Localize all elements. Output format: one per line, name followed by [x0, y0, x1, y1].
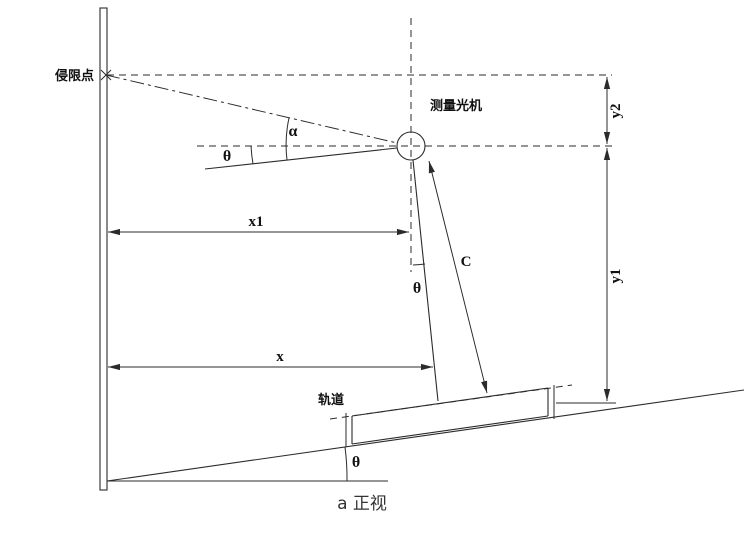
theta-ground-arc — [344, 446, 348, 482]
y2-dimension-label: y2 — [608, 104, 624, 119]
y1-dimension-label: y1 — [608, 269, 624, 284]
rail-bottom-edge — [351, 415, 549, 445]
sight-line — [105, 74, 398, 144]
ground-slope-line — [106, 389, 744, 482]
rail-top-edge — [351, 387, 549, 417]
figure-caption: a 正视 — [337, 494, 387, 514]
wall — [99, 7, 108, 491]
alpha-arc — [285, 117, 290, 161]
x1-dimension-label: x1 — [249, 214, 264, 230]
theta-tilt-arc — [250, 145, 254, 165]
track-label: 轨道 — [318, 392, 344, 408]
theta-ground-label: θ — [352, 454, 360, 471]
intrusion-point-label: 侵限点 — [54, 68, 94, 84]
rail — [329, 384, 573, 447]
camera-label: 测量光机 — [430, 98, 482, 114]
theta-tilt-label: θ — [223, 148, 231, 165]
c-dimension-label: C — [461, 254, 472, 270]
camera-circle — [396, 131, 426, 161]
alpha-label: α — [289, 123, 298, 140]
c-dimension-line — [428, 160, 488, 394]
theta-mast-arc — [412, 263, 426, 266]
x-dimension-label: x — [276, 349, 284, 365]
theta-mast-label: θ — [413, 280, 421, 297]
tilted-axis-line — [204, 147, 398, 170]
